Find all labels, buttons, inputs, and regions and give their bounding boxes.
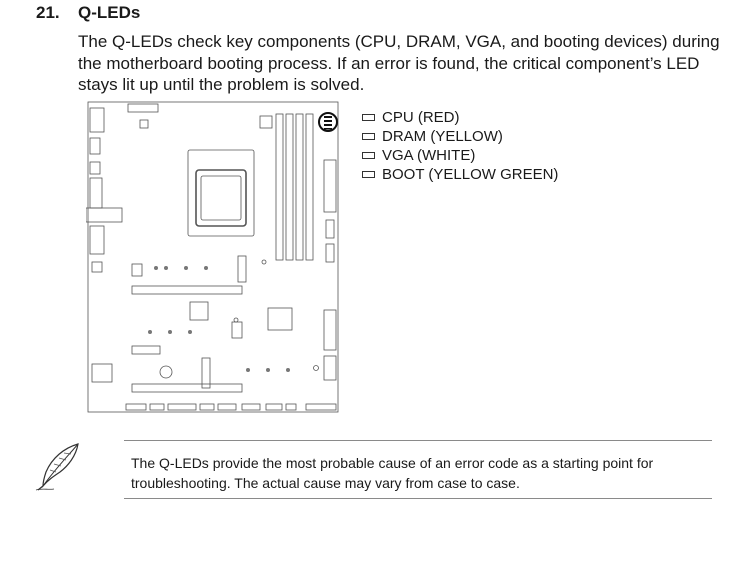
note-bottom-rule xyxy=(124,498,712,499)
cpu-socket-frame xyxy=(187,149,255,237)
legend-item-vga: VGA (WHITE) xyxy=(362,146,558,165)
rear-io-port xyxy=(89,107,105,133)
motherboard-diagram xyxy=(86,101,339,413)
usb-header xyxy=(325,219,335,239)
header-connector xyxy=(127,103,159,113)
q-led xyxy=(324,116,332,118)
header-connector xyxy=(139,119,149,129)
board-outline xyxy=(87,101,339,413)
rear-io-port xyxy=(86,207,123,223)
note-text: The Q-LEDs provide the most probable cau… xyxy=(131,453,653,493)
dimm-slot xyxy=(305,113,314,261)
header-connector xyxy=(131,263,143,277)
atx-power-connector xyxy=(323,159,337,213)
header-connector xyxy=(323,355,337,381)
legend-item-boot: BOOT (YELLOW GREEN) xyxy=(362,165,558,184)
bottom-header xyxy=(265,403,283,411)
m2-slot xyxy=(237,255,247,283)
note-top-rule xyxy=(124,440,712,441)
chip xyxy=(267,307,293,331)
rear-io-port xyxy=(89,225,105,255)
q-led xyxy=(324,124,332,126)
header-connector xyxy=(325,243,335,263)
header-connector xyxy=(259,115,273,129)
legend-item-dram: DRAM (YELLOW) xyxy=(362,127,558,146)
description-line: stays lit up until the problem is solved… xyxy=(78,75,365,94)
chip xyxy=(189,301,209,321)
section-title: Q-LEDs xyxy=(78,3,141,22)
bottom-header xyxy=(217,403,237,411)
section-description: The Q-LEDs check key components (CPU, DR… xyxy=(78,31,728,96)
bottom-header xyxy=(125,403,147,411)
led-indicator-icon xyxy=(362,171,375,178)
bottom-header xyxy=(305,403,337,411)
m2-slot xyxy=(201,357,211,389)
q-led xyxy=(324,128,332,130)
bottom-header xyxy=(285,403,297,411)
legend-label: CPU (RED) xyxy=(382,109,460,126)
description-line: The Q-LEDs check key components (CPU, DR… xyxy=(78,32,720,51)
dimm-slot xyxy=(295,113,304,261)
legend-label: BOOT (YELLOW GREEN) xyxy=(382,166,559,183)
legend-item-cpu: CPU (RED) xyxy=(362,108,558,127)
pcie-slot xyxy=(131,345,161,355)
led-indicator-icon xyxy=(362,133,375,140)
rear-io-port xyxy=(91,261,103,273)
pcie-slot xyxy=(131,285,243,295)
rear-io-port xyxy=(89,137,101,155)
q-led-legend: CPU (RED) DRAM (YELLOW) VGA (WHITE) BOOT… xyxy=(362,108,558,184)
description-line: the motherboard booting process. If an e… xyxy=(78,53,700,73)
bottom-header xyxy=(167,403,197,411)
note-line: The Q-LEDs provide the most probable cau… xyxy=(131,455,654,471)
legend-label: DRAM (YELLOW) xyxy=(382,128,503,145)
bottom-header xyxy=(241,403,261,411)
led-indicator-icon xyxy=(362,114,375,121)
header-connector xyxy=(323,309,337,351)
bottom-header xyxy=(149,403,165,411)
cpu-socket xyxy=(195,169,247,227)
q-led xyxy=(324,120,332,122)
pcie-slot xyxy=(131,383,243,393)
dimm-slot xyxy=(285,113,294,261)
feather-quill-icon xyxy=(35,443,79,491)
dimm-slot xyxy=(275,113,284,261)
legend-label: VGA (WHITE) xyxy=(382,147,476,164)
note-line: troubleshooting. The actual cause may va… xyxy=(131,475,520,491)
rear-io-port xyxy=(89,161,101,175)
header-connector xyxy=(91,363,113,383)
m2-slot xyxy=(231,321,243,339)
bottom-header xyxy=(199,403,215,411)
section-number: 21. xyxy=(36,3,60,22)
led-indicator-icon xyxy=(362,152,375,159)
rear-io-port xyxy=(89,177,103,209)
